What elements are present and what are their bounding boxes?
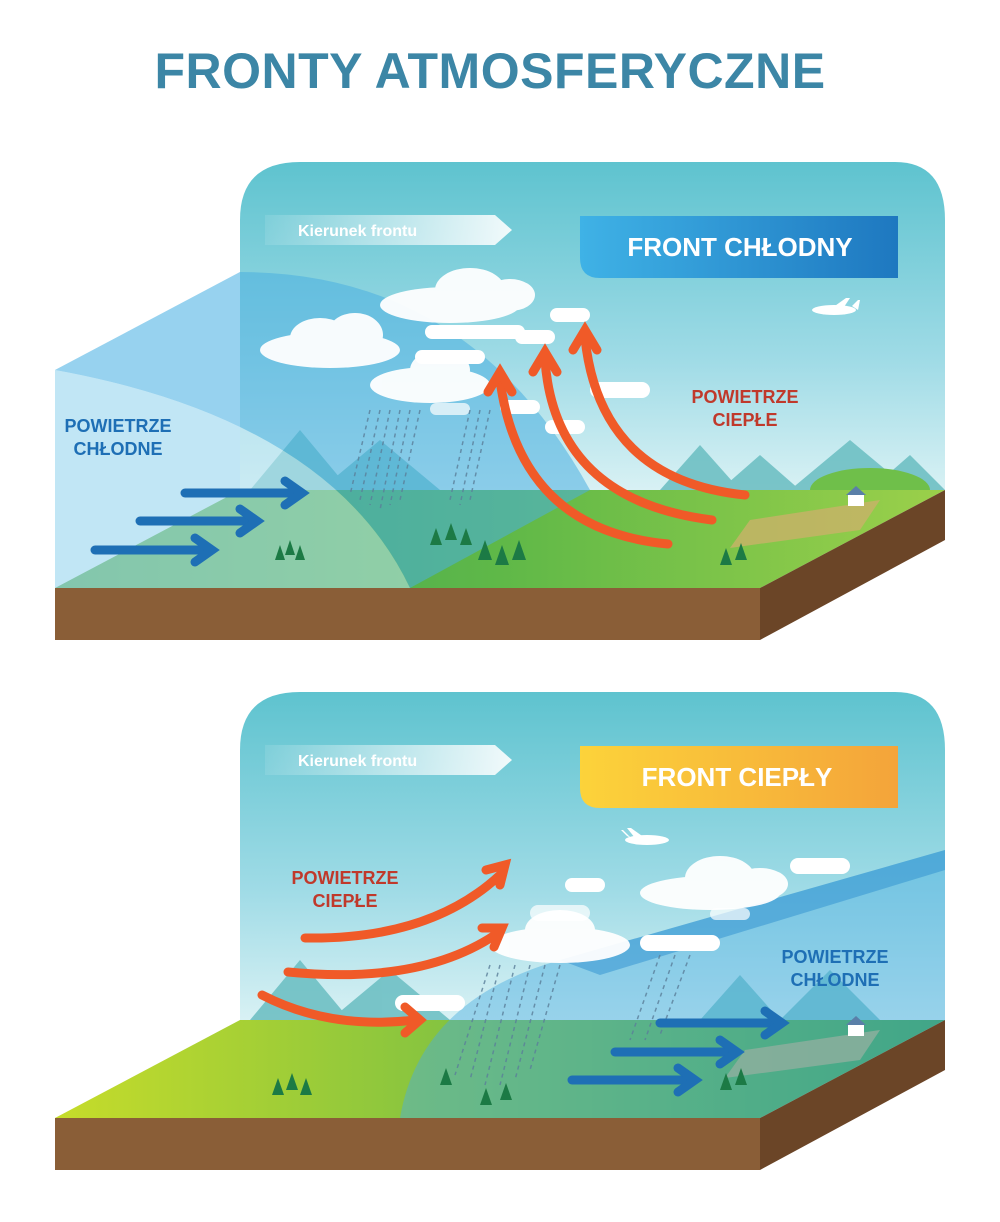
- cold-air-arrows: [567, 1006, 790, 1097]
- direction-arrow: [265, 215, 512, 245]
- clouds: [395, 856, 850, 1011]
- cold-front-diagram: Kierunek frontu FRONT CHŁODNY: [55, 162, 945, 640]
- soil-side: [760, 490, 945, 640]
- cold-air-arrows: [90, 476, 310, 567]
- warm-front-diagram: Kierunek frontu FRONT CIEPŁY PO: [55, 692, 945, 1170]
- cold-air-label-line1: POWIETRZE: [65, 416, 172, 436]
- warm-air-label-line2: CIEPŁE: [312, 891, 377, 911]
- rain: [349, 409, 491, 511]
- airplane-icon: [621, 828, 669, 845]
- warm-air-arrows: [483, 321, 750, 549]
- warm-air-arrows: [257, 858, 512, 1038]
- cold-air-label-line2: CHŁODNE: [74, 439, 163, 459]
- direction-arrow: [265, 745, 512, 775]
- mountains: [250, 960, 880, 1020]
- cold-air-label-line2: CHŁODNE: [791, 970, 880, 990]
- direction-label: Kierunek frontu: [298, 753, 417, 770]
- front-type-label: FRONT CIEPŁY: [642, 762, 833, 792]
- warm-air-label-line1: POWIETRZE: [692, 387, 799, 407]
- front-type-banner: [580, 216, 898, 278]
- airplane-icon: [812, 298, 860, 315]
- front-type-banner: [580, 746, 898, 808]
- house-icon: [846, 1016, 866, 1036]
- clouds: [260, 268, 650, 434]
- cold-air-mass: [400, 850, 945, 1118]
- front-type-label: FRONT CHŁODNY: [627, 232, 852, 262]
- warm-air-label-line1: POWIETRZE: [292, 868, 399, 888]
- rain: [454, 954, 691, 1086]
- cold-air-label-line1: POWIETRZE: [782, 947, 889, 967]
- trees: [272, 1068, 747, 1105]
- soil-side: [760, 1020, 945, 1170]
- soil-front: [55, 588, 760, 640]
- warm-air-label-line2: CIEPŁE: [712, 410, 777, 430]
- direction-label: Kierunek frontu: [298, 223, 417, 240]
- soil-front: [55, 1118, 760, 1170]
- page-title: FRONTY ATMOSFERYCZNE: [154, 43, 826, 99]
- house-icon: [846, 486, 866, 506]
- trees: [275, 523, 747, 565]
